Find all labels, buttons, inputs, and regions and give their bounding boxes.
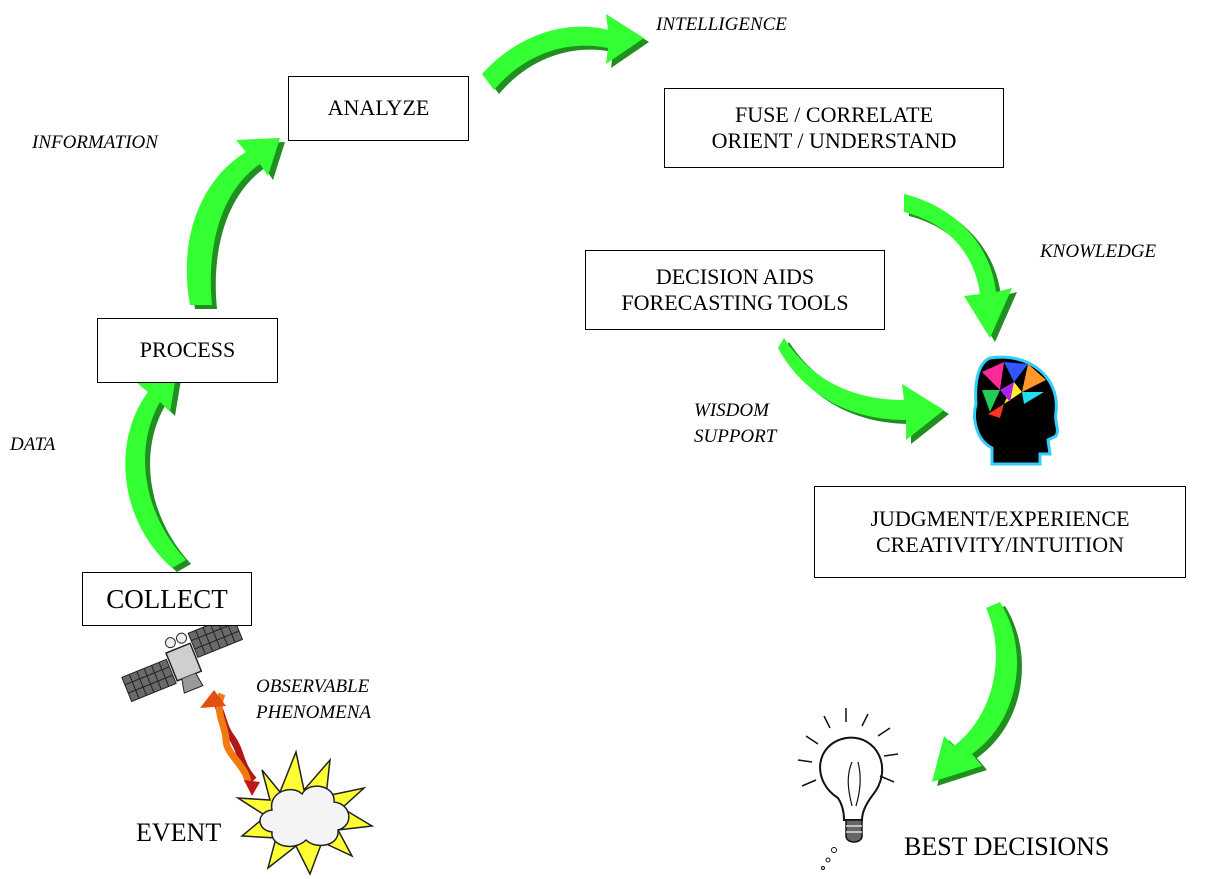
flow-arrow-decision-head xyxy=(778,338,949,444)
lightbulb-icon xyxy=(797,708,899,870)
best-decisions-label: BEST DECISIONS xyxy=(904,832,1110,861)
analyze-label: ANALYZE xyxy=(327,95,430,121)
collect-label: COLLECT xyxy=(106,583,228,614)
wisdom-line1: WISDOM xyxy=(694,400,769,421)
analyze-box: ANALYZE xyxy=(288,76,469,141)
collect-box: COLLECT xyxy=(82,572,252,626)
head-brain-icon xyxy=(973,355,1059,466)
observable-line2: PHENOMENA xyxy=(256,701,372,723)
flow-arrow-collect-process xyxy=(125,376,191,572)
label-observable-phenomena: OBSERVABLE PHENOMENA xyxy=(256,674,371,725)
flow-arrow-analyze-fuse xyxy=(482,14,649,94)
observable-line1: OBSERVABLE xyxy=(256,676,370,697)
label-wisdom-support: WISDOM SUPPORT xyxy=(694,398,776,449)
process-label: PROCESS xyxy=(139,337,236,363)
label-knowledge: KNOWLEDGE xyxy=(1040,241,1157,262)
judgment-line1: JUDGMENT/EXPERIENCE xyxy=(870,505,1130,531)
decision-aids-box: DECISION AIDS FORECASTING TOOLS xyxy=(585,250,885,330)
satellite-icon xyxy=(121,614,244,703)
judgment-box: JUDGMENT/EXPERIENCE CREATIVITY/INTUITION xyxy=(814,486,1186,578)
signal-wave-icon xyxy=(200,690,260,796)
flow-arrow-fuse-head xyxy=(904,194,1017,342)
fuse-box: FUSE / CORRELATE ORIENT / UNDERSTAND xyxy=(664,88,1004,168)
event-burst-icon xyxy=(235,749,375,876)
label-data: DATA xyxy=(10,434,56,455)
fuse-line2: ORIENT / UNDERSTAND xyxy=(711,128,957,153)
label-intelligence: INTELLIGENCE xyxy=(656,14,787,35)
flow-arrow-process-analyze xyxy=(186,138,285,309)
label-information: INFORMATION xyxy=(32,132,158,153)
decision-aids-line2: FORECASTING TOOLS xyxy=(621,290,849,315)
decision-aids-line1: DECISION AIDS xyxy=(655,263,815,289)
process-box: PROCESS xyxy=(97,318,278,383)
fuse-line1: FUSE / CORRELATE xyxy=(734,101,934,127)
flow-arrow-judgment-decisions xyxy=(932,602,1022,786)
event-label: EVENT xyxy=(136,818,222,847)
judgment-line2: CREATIVITY/INTUITION xyxy=(875,532,1125,557)
wisdom-line2: SUPPORT xyxy=(694,425,777,447)
